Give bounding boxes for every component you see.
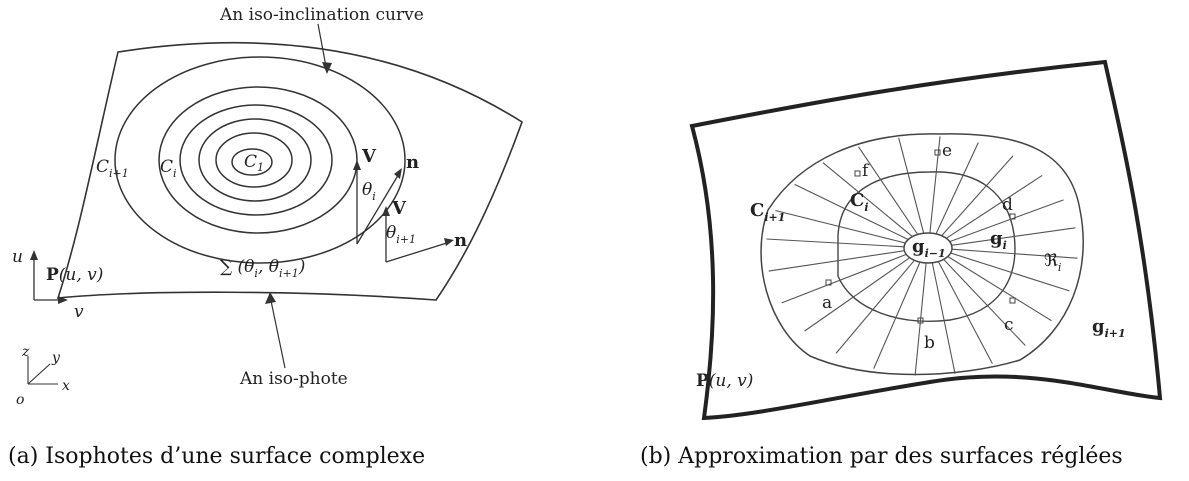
theta-i1-label: θi+1 bbox=[386, 223, 416, 246]
bottom-callout-arrowhead bbox=[265, 292, 276, 304]
ruling-line bbox=[949, 199, 1064, 243]
curve-ci1-label: Ci+1 bbox=[96, 157, 129, 180]
label-c-i: Ci bbox=[850, 190, 869, 214]
caption-figure-b: (b) Approximation par des surfaces réglé… bbox=[640, 444, 1123, 469]
caption-figure-a: (a) Isophotes d’une surface complexe bbox=[8, 444, 426, 469]
ruling-line bbox=[951, 248, 1078, 259]
frame-y-axis bbox=[27, 363, 51, 385]
isophote-diagram: An iso-inclination curve An iso-phote C1… bbox=[12, 5, 523, 408]
ruling-line bbox=[950, 252, 1070, 292]
frame-o-label: o bbox=[16, 392, 24, 408]
top-callout-label: An iso-inclination curve bbox=[219, 5, 424, 25]
vertical-vector-i-arrowhead bbox=[353, 160, 361, 170]
ruling-line bbox=[873, 261, 921, 369]
label-f: f bbox=[862, 161, 870, 181]
u-axis-arrowhead bbox=[30, 250, 38, 260]
label-b: b bbox=[924, 333, 935, 353]
frame-z-label: z bbox=[21, 344, 30, 360]
u-axis-label: u bbox=[12, 247, 23, 267]
label-g-i: gi bbox=[990, 228, 1007, 252]
theta-i-label: θi bbox=[362, 180, 376, 203]
ruling-line bbox=[775, 209, 906, 244]
ruling-line bbox=[835, 259, 915, 354]
ruling-line bbox=[794, 183, 909, 240]
ruling-line bbox=[931, 262, 956, 375]
v-axis-arrowhead bbox=[58, 296, 68, 304]
ruling-line bbox=[781, 253, 907, 304]
normal-vector-i-label: n bbox=[406, 152, 419, 173]
ruling-line bbox=[941, 155, 1014, 237]
ruling-line bbox=[858, 146, 919, 235]
v-axis-label: v bbox=[74, 302, 84, 322]
normal-vector-i1-label: n bbox=[454, 230, 467, 251]
ruling-line bbox=[898, 137, 925, 234]
ruling-line bbox=[914, 262, 927, 376]
ruling-line bbox=[937, 261, 993, 364]
ruling-lines bbox=[766, 136, 1078, 376]
ruling-line bbox=[943, 259, 1026, 346]
curve-ci-label: Ci bbox=[160, 157, 177, 180]
ruling-line bbox=[768, 250, 905, 272]
bottom-callout-line bbox=[269, 295, 286, 369]
label-c-i-plus-1: Ci+1 bbox=[750, 200, 785, 224]
label-g-i-plus-1: gi+1 bbox=[1092, 316, 1126, 340]
normal-vector-i-arrowhead bbox=[394, 168, 402, 179]
ruling-line bbox=[766, 238, 905, 248]
label-a: a bbox=[822, 293, 832, 313]
normal-vector-i1 bbox=[385, 241, 451, 263]
frame-y-label: y bbox=[51, 350, 61, 366]
ruled-surface-diagram: a b c d e f Ci Ci+1 gi−1 gi ℜi gi+1 P(u,… bbox=[689, 59, 1163, 420]
bottom-callout-label: An iso-phote bbox=[239, 369, 348, 389]
ruling-line bbox=[822, 162, 913, 238]
right-angle-marks bbox=[825, 149, 1016, 324]
surface-outline bbox=[56, 41, 523, 301]
ruling-line bbox=[951, 227, 1076, 246]
sum-label: ∑ (θi, θi+1) bbox=[220, 257, 305, 280]
ruling-line bbox=[935, 142, 979, 235]
ruling-line bbox=[945, 174, 1043, 239]
frame-x-label: x bbox=[62, 378, 70, 394]
curve-g-i-plus-1 bbox=[760, 133, 1084, 376]
label-d: d bbox=[1002, 195, 1013, 215]
iso-curves bbox=[114, 56, 406, 264]
label-r-i: ℜi bbox=[1044, 251, 1061, 274]
label-g-i-minus-1: gi−1 bbox=[912, 236, 946, 260]
vertical-vector-i1-arrowhead bbox=[382, 206, 390, 216]
top-callout-arrowhead bbox=[322, 62, 332, 74]
vertical-vector-i-label: V bbox=[361, 146, 377, 167]
ruling-line bbox=[947, 256, 1052, 322]
ruling-line bbox=[804, 257, 911, 332]
normal-vector-i bbox=[356, 171, 401, 245]
surface-boundary bbox=[689, 59, 1163, 420]
ruling-line bbox=[929, 136, 941, 234]
normal-vector-i1-arrowhead bbox=[444, 238, 454, 246]
curve-g-i-minus-1 bbox=[903, 232, 953, 264]
label-e: e bbox=[942, 141, 952, 161]
label-c: c bbox=[1004, 315, 1014, 335]
surface-p-label-b: P(u, v) bbox=[696, 371, 753, 391]
vertical-vector-i1-label: V bbox=[391, 198, 407, 219]
curve-c1-label: C1 bbox=[244, 152, 264, 174]
surface-p-label: P(u, v) bbox=[46, 265, 103, 285]
